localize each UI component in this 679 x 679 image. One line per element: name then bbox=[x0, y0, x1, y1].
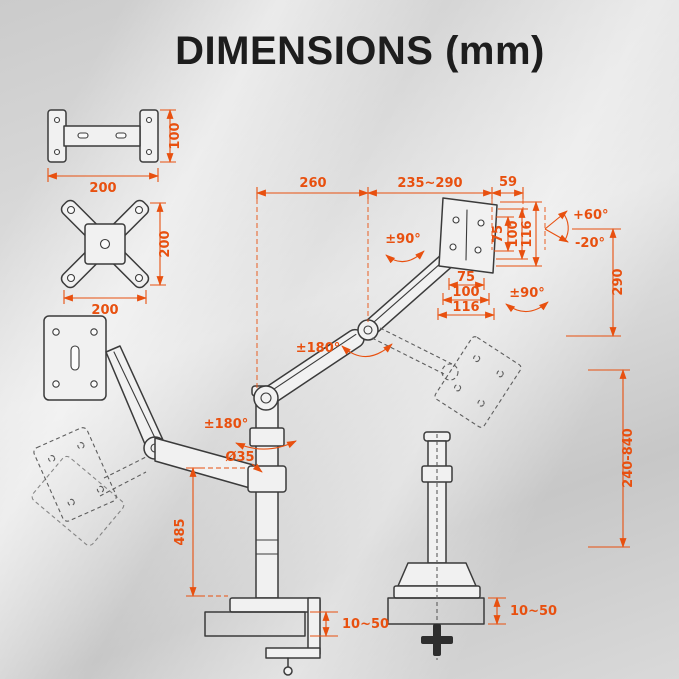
ghost-monitor-plate bbox=[371, 327, 522, 428]
dim-label-rot180-pole: ±180° bbox=[204, 417, 249, 432]
dim-label-rot180-elbow: ±180° bbox=[296, 341, 341, 356]
dim-label-clamp-left: 10~50 bbox=[342, 617, 389, 632]
dim-pole-diameter: Ø35 bbox=[225, 450, 263, 473]
vesa-adapter-front-view bbox=[60, 199, 150, 289]
monitor-arm-side-view bbox=[31, 315, 258, 546]
dim-top-view-width: 200 bbox=[47, 168, 159, 196]
grommet-pole bbox=[387, 431, 485, 660]
dim-label-75-center: 75 bbox=[457, 270, 475, 285]
dim-rot180-elbow: ±180° bbox=[296, 341, 393, 358]
dim-label-frontview-height: 200 bbox=[158, 230, 173, 257]
dim-tilt: +60° -20° bbox=[544, 207, 608, 251]
dim-top-view-height: 100 bbox=[160, 109, 183, 163]
grommet-wingnut bbox=[421, 636, 453, 644]
dim-290: 290 bbox=[566, 228, 626, 337]
dim-vesa-right: 75 100 116 bbox=[491, 201, 542, 267]
dim-235-290: 235~290 bbox=[367, 176, 493, 197]
dim-label-116-center: 116 bbox=[452, 300, 479, 315]
dim-label-rot90-right: ±90° bbox=[509, 286, 544, 301]
dim-front-view-width: 200 bbox=[63, 290, 147, 318]
dimension-annotations: 260 235~290 59 75 100 116 +6 bbox=[173, 175, 636, 637]
dim-label-116-right: 116 bbox=[520, 220, 535, 247]
dim-label-290: 290 bbox=[611, 268, 626, 295]
vesa-adapter-top-view bbox=[47, 109, 159, 163]
dim-rot90-left: ±90° bbox=[385, 232, 425, 264]
dim-label-240-840: 240-840 bbox=[621, 428, 636, 488]
dim-59: 59 bbox=[491, 175, 524, 197]
dim-240-840: 240-840 bbox=[588, 369, 636, 548]
ghost-plate-1 bbox=[33, 427, 117, 522]
ghost-plate-2 bbox=[31, 455, 125, 546]
dim-label-pole-diameter: Ø35 bbox=[225, 450, 254, 465]
dim-label-260: 260 bbox=[299, 176, 326, 191]
dim-label-100-right: 100 bbox=[506, 220, 521, 247]
dim-label-rot90-left: ±90° bbox=[385, 232, 420, 247]
dim-label-59: 59 bbox=[499, 175, 517, 190]
dim-clamp-right: 10~50 bbox=[488, 597, 557, 625]
dim-vesa-center: 75 100 116 bbox=[437, 270, 495, 320]
dim-label-tilt-up: +60° bbox=[573, 208, 608, 223]
dim-label-topview-width: 200 bbox=[89, 181, 116, 196]
dim-rot180-pole: ±180° bbox=[204, 417, 297, 450]
page-title: DIMENSIONS (mm) bbox=[175, 29, 545, 73]
dim-label-clamp-right: 10~50 bbox=[510, 604, 557, 619]
dim-485: 485 bbox=[173, 467, 246, 597]
dim-label-485: 485 bbox=[173, 518, 188, 545]
dim-rot90-right: ±90° bbox=[505, 286, 549, 313]
dim-label-75-right: 75 bbox=[491, 225, 506, 243]
dim-clamp-left: 10~50 bbox=[310, 611, 389, 637]
dim-label-topview-height: 100 bbox=[168, 122, 183, 149]
dim-label-235-290: 235~290 bbox=[397, 176, 462, 191]
dim-label-tilt-down: -20° bbox=[575, 236, 605, 251]
monitor-plate bbox=[438, 197, 498, 274]
dim-label-frontview-width: 200 bbox=[91, 303, 118, 318]
dim-label-100-center: 100 bbox=[452, 285, 479, 300]
dim-front-view-height: 200 bbox=[150, 202, 173, 286]
